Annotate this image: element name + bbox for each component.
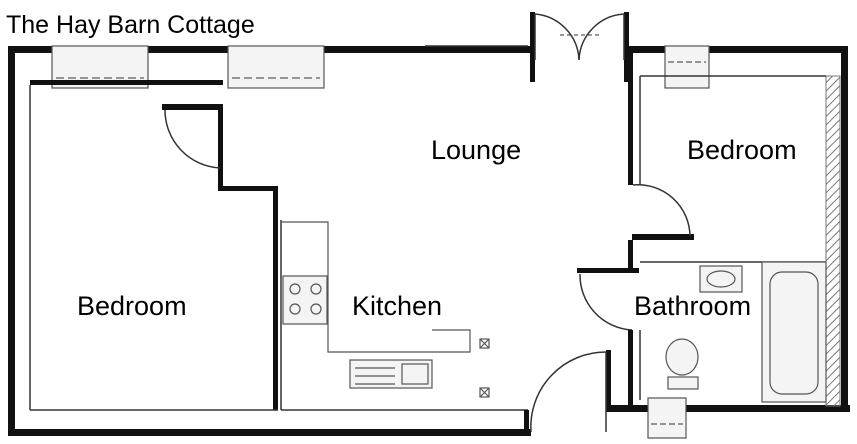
front-door	[530, 351, 607, 433]
plan-title: The Hay Barn Cottage	[6, 11, 255, 39]
room-label-kitchen: Kitchen	[352, 291, 442, 321]
toilet	[665, 338, 699, 376]
kitchen-fittings	[282, 221, 490, 398]
lounge-kitchen-walls	[280, 220, 529, 436]
bathtub	[761, 261, 827, 403]
entrance-double-doors	[534, 13, 625, 61]
room-label-bathroom: Bathroom	[634, 291, 751, 321]
bathroom-fittings	[665, 261, 827, 403]
room-label-bedroom-left: Bedroom	[77, 291, 187, 321]
room-label-lounge: Lounge	[431, 135, 521, 165]
hatched-wall	[825, 75, 841, 407]
right-bedroom-walls	[628, 53, 826, 272]
left-bedroom-walls	[29, 80, 278, 411]
sink	[349, 359, 433, 389]
room-label-bedroom-right: Bedroom	[687, 135, 797, 165]
washbasin	[699, 265, 743, 293]
hob	[282, 275, 328, 325]
